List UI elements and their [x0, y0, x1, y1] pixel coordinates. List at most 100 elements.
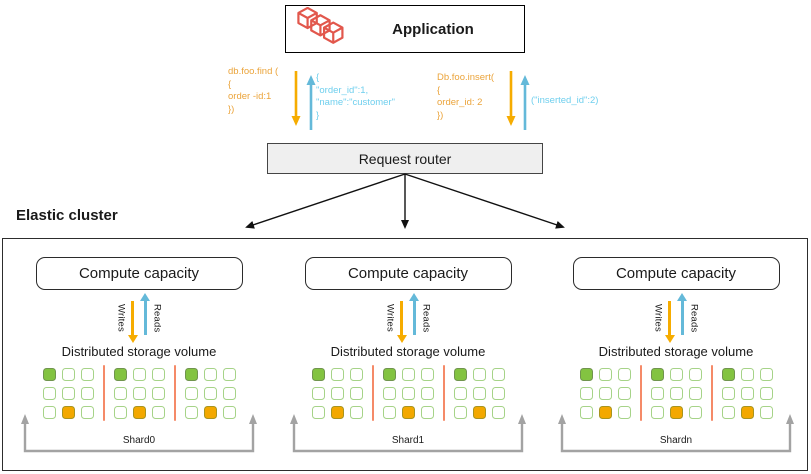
- storage-block-orange: [740, 405, 754, 419]
- elastic-cluster-container: Compute capacity Writes Reads Distribute…: [2, 238, 808, 471]
- storage-block-orange: [132, 405, 146, 419]
- storage-block: [80, 386, 94, 400]
- writes-label: Writes: [652, 304, 664, 332]
- storage-block: [579, 386, 593, 400]
- storage-block: [349, 405, 363, 419]
- storage-block: [151, 367, 165, 381]
- reads-label: Reads: [151, 303, 163, 333]
- reads-label: Reads: [420, 303, 432, 333]
- insert-response-code: ("inserted_id":2): [531, 95, 599, 106]
- storage-block: [382, 405, 396, 419]
- compute-capacity-label: Compute capacity: [347, 265, 469, 282]
- storage-block: [669, 367, 683, 381]
- storage-block: [759, 405, 773, 419]
- storage-block: [61, 386, 75, 400]
- storage-block: [453, 405, 467, 419]
- reads-arrow-icon: [140, 293, 150, 335]
- storage-grid: [42, 365, 236, 421]
- storage-block: [617, 367, 631, 381]
- storage-block: [61, 367, 75, 381]
- reads-arrow-icon: [677, 293, 687, 335]
- shard-bracket: [290, 414, 526, 453]
- storage-block: [453, 386, 467, 400]
- storage-block-green: [453, 367, 467, 381]
- storage-block: [401, 367, 415, 381]
- storage-block: [598, 367, 612, 381]
- storage-block: [42, 405, 56, 419]
- storage-block: [491, 405, 505, 419]
- storage-block: [311, 386, 325, 400]
- application-label: Application: [392, 20, 474, 38]
- storage-block: [650, 386, 664, 400]
- storage-block: [740, 386, 754, 400]
- application-box: Application: [285, 5, 525, 53]
- storage-segment: [721, 367, 773, 419]
- storage-block: [688, 367, 702, 381]
- storage-block: [42, 386, 56, 400]
- storage-block: [598, 386, 612, 400]
- storage-block-orange: [401, 405, 415, 419]
- storage-block: [349, 367, 363, 381]
- storage-block: [382, 386, 396, 400]
- storage-block-green: [184, 367, 198, 381]
- storage-block: [113, 405, 127, 419]
- storage-block-orange: [61, 405, 75, 419]
- storage-block: [721, 386, 735, 400]
- storage-block-green: [579, 367, 593, 381]
- distributed-storage-volume-label: Distributed storage volume: [330, 344, 486, 359]
- storage-segment: [579, 367, 631, 419]
- storage-block-orange: [330, 405, 344, 419]
- storage-block: [759, 386, 773, 400]
- shard-column: Compute capacity Writes Reads Distribute…: [21, 257, 257, 455]
- writes-label: Writes: [115, 304, 127, 332]
- storage-block-orange: [203, 405, 217, 419]
- shard-bracket: [558, 414, 794, 453]
- shard-label: Shard0: [122, 435, 156, 446]
- storage-block: [420, 367, 434, 381]
- insert-request-code: Db.foo.insert({order_id: 2}): [437, 72, 495, 121]
- storage-block: [151, 386, 165, 400]
- storage-block: [132, 367, 146, 381]
- writes-arrow-icon: [397, 301, 406, 343]
- storage-block: [491, 367, 505, 381]
- storage-block: [759, 367, 773, 381]
- segment-separator: [639, 365, 642, 421]
- writes-arrow-icon: [665, 301, 674, 343]
- segment-separator: [102, 365, 105, 421]
- storage-block-orange: [669, 405, 683, 419]
- storage-block-green: [113, 367, 127, 381]
- storage-block: [721, 405, 735, 419]
- storage-block: [151, 405, 165, 419]
- writes-reads-arrows: Writes Reads: [384, 293, 432, 343]
- storage-segment: [650, 367, 702, 419]
- storage-block: [330, 367, 344, 381]
- storage-block: [113, 386, 127, 400]
- storage-block: [401, 386, 415, 400]
- storage-block: [617, 386, 631, 400]
- compute-capacity-label: Compute capacity: [78, 265, 200, 282]
- storage-block: [688, 386, 702, 400]
- storage-block: [650, 405, 664, 419]
- router-to-shard0-arrow: [245, 173, 406, 229]
- reads-label: Reads: [688, 303, 700, 333]
- storage-block-green: [311, 367, 325, 381]
- storage-block: [80, 367, 94, 381]
- writes-reads-arrows: Writes Reads: [652, 293, 700, 343]
- segment-separator: [173, 365, 176, 421]
- storage-block: [222, 405, 236, 419]
- storage-block: [491, 386, 505, 400]
- storage-block-green: [650, 367, 664, 381]
- storage-block: [740, 367, 754, 381]
- storage-block-orange: [598, 405, 612, 419]
- segment-separator: [710, 365, 713, 421]
- segment-separator: [442, 365, 445, 421]
- compute-capacity-label: Compute capacity: [615, 265, 737, 282]
- distributed-storage-volume-label: Distributed storage volume: [598, 344, 754, 359]
- storage-block: [349, 386, 363, 400]
- writes-arrow-icon: [128, 301, 137, 343]
- storage-block: [222, 386, 236, 400]
- storage-grid: [579, 365, 773, 421]
- segment-separator: [371, 365, 374, 421]
- storage-segment: [311, 367, 363, 419]
- writes-label: Writes: [384, 304, 396, 332]
